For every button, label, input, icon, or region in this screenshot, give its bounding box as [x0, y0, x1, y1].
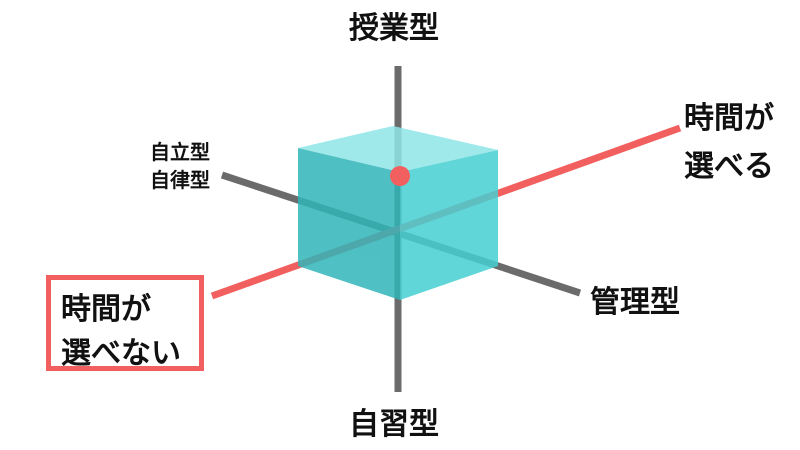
label-time-positive-line1: 時間が	[684, 101, 774, 136]
label-time-negative-line1: 時間が	[61, 292, 151, 327]
label-lower-right: 管理型	[590, 285, 680, 320]
label-time-positive-line2: 選べる	[684, 149, 774, 184]
cube-right-face	[400, 150, 498, 300]
label-upper-left: 自立型 自律型	[150, 138, 210, 194]
cube-top-face	[298, 126, 498, 172]
cube-left-face	[298, 148, 400, 300]
label-top: 授業型	[349, 11, 439, 46]
label-time-positive: 時間が 選べる	[684, 95, 774, 191]
label-time-negative-box: 時間が 選べない	[46, 275, 204, 371]
label-time-negative-line2: 選べない	[61, 336, 181, 371]
label-bottom: 自習型	[349, 407, 439, 442]
label-upper-left-line1: 自立型	[150, 140, 210, 164]
marker-dot	[390, 166, 410, 186]
label-upper-left-line2: 自律型	[150, 168, 210, 192]
cube	[298, 126, 498, 300]
